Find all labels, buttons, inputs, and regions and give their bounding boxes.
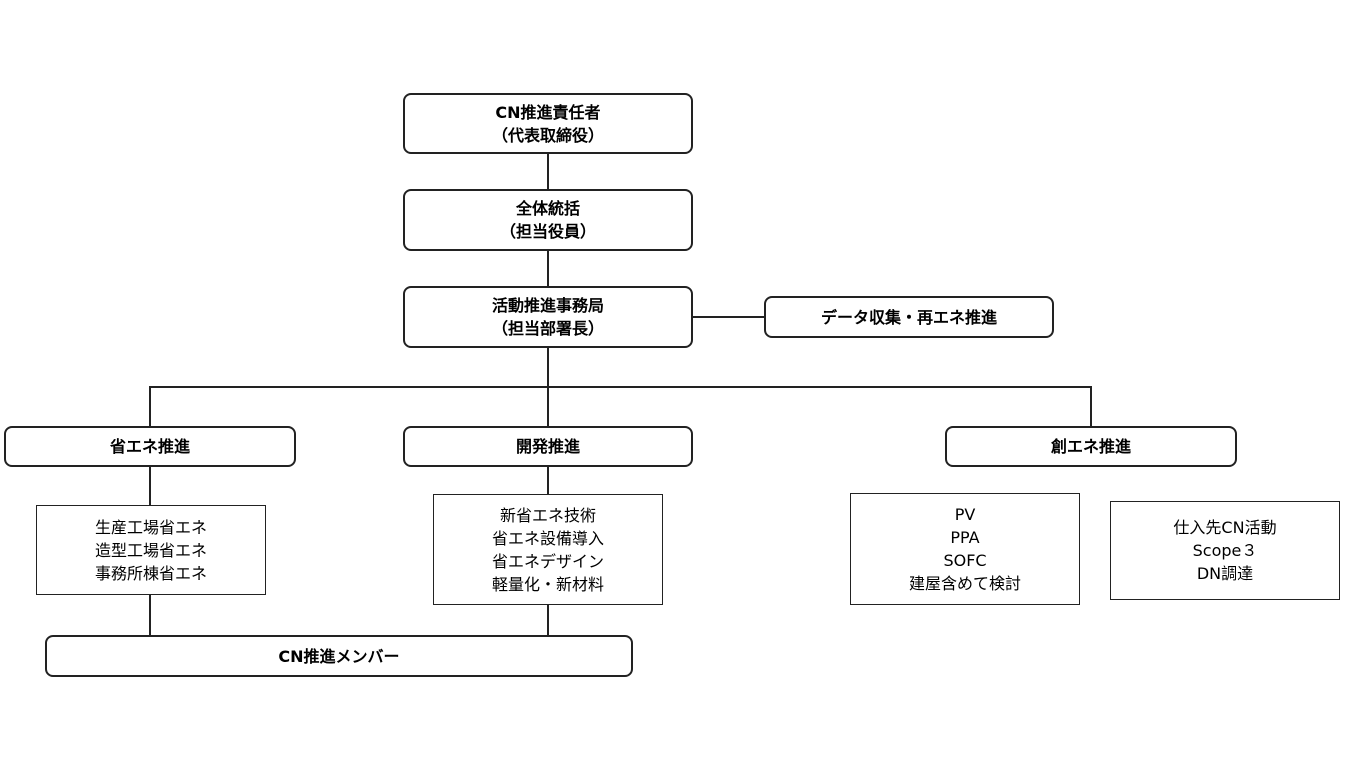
box-line: 活動推進事務局 <box>491 296 604 315</box>
box-line: （担当役員） <box>499 222 596 241</box>
box-line: （代表取締役） <box>491 125 604 145</box>
connector-dev-items <box>547 466 549 495</box>
connector-ceo-general <box>547 153 549 190</box>
connector-saving-members <box>149 594 151 636</box>
connector-branch-left <box>149 386 151 426</box>
box-line: PV <box>954 505 976 524</box>
box-development-items: 新省エネ技術 省エネ設備導入 省エネデザイン 軽量化・新材料 <box>433 494 663 605</box>
box-line: 事務所棟省エネ <box>94 563 207 583</box>
box-line: 造型工場省エネ <box>94 540 207 560</box>
box-line: 創エネ推進 <box>1050 437 1131 456</box>
box-line: 建屋含めて検討 <box>908 574 1021 593</box>
box-line: PPA <box>950 528 980 547</box>
box-line: 省エネ推進 <box>109 437 190 456</box>
box-cn-promotion-responsible: CN推進責任者 （代表取締役） <box>403 93 693 154</box>
box-line: 仕入先CN活動 <box>1173 518 1277 537</box>
box-development: 開発推進 <box>403 426 693 467</box>
box-energy-creation: 創エネ推進 <box>945 426 1237 467</box>
box-overall-supervision: 全体統括 （担当役員） <box>403 189 693 251</box>
box-line: 省エネデザイン <box>491 551 604 571</box>
box-supplier-items: 仕入先CN活動 Scope３ DN調達 <box>1110 501 1340 600</box>
box-line: Scope３ <box>1192 541 1258 560</box>
connector-saving-items <box>149 466 151 506</box>
box-line: 省エネ設備導入 <box>491 528 604 548</box>
box-energy-saving: 省エネ推進 <box>4 426 296 467</box>
box-line: （担当部署長） <box>491 319 604 338</box>
connector-branch-center <box>547 386 549 426</box>
box-energy-saving-items: 生産工場省エネ 造型工場省エネ 事務所棟省エネ <box>36 505 266 595</box>
connector-dev-members <box>547 604 549 636</box>
box-line: 全体統括 <box>515 199 580 218</box>
box-line: データ収集・再エネ推進 <box>820 307 997 327</box>
box-line: CN推進責任者 <box>495 102 601 122</box>
box-line: SOFC <box>943 551 987 570</box>
connector-branch-right <box>1090 386 1092 427</box>
box-line: DN調達 <box>1196 564 1254 583</box>
box-line: 生産工場省エネ <box>94 517 207 537</box>
box-cn-promotion-members: CN推進メンバー <box>45 635 633 677</box>
box-line: CN推進メンバー <box>278 646 400 666</box>
box-data-collection: データ収集・再エネ推進 <box>764 296 1054 338</box>
connector-branch-horizontal <box>149 386 1092 388</box>
connector-general-office <box>547 250 549 287</box>
box-energy-creation-items: PV PPA SOFC 建屋含めて検討 <box>850 493 1080 605</box>
connector-office-data <box>692 316 765 318</box>
connector-office-branch <box>547 347 549 387</box>
box-line: 新省エネ技術 <box>499 505 596 525</box>
box-line: 軽量化・新材料 <box>491 574 604 594</box>
box-activity-secretariat: 活動推進事務局 （担当部署長） <box>403 286 693 348</box>
box-line: 開発推進 <box>515 437 580 456</box>
